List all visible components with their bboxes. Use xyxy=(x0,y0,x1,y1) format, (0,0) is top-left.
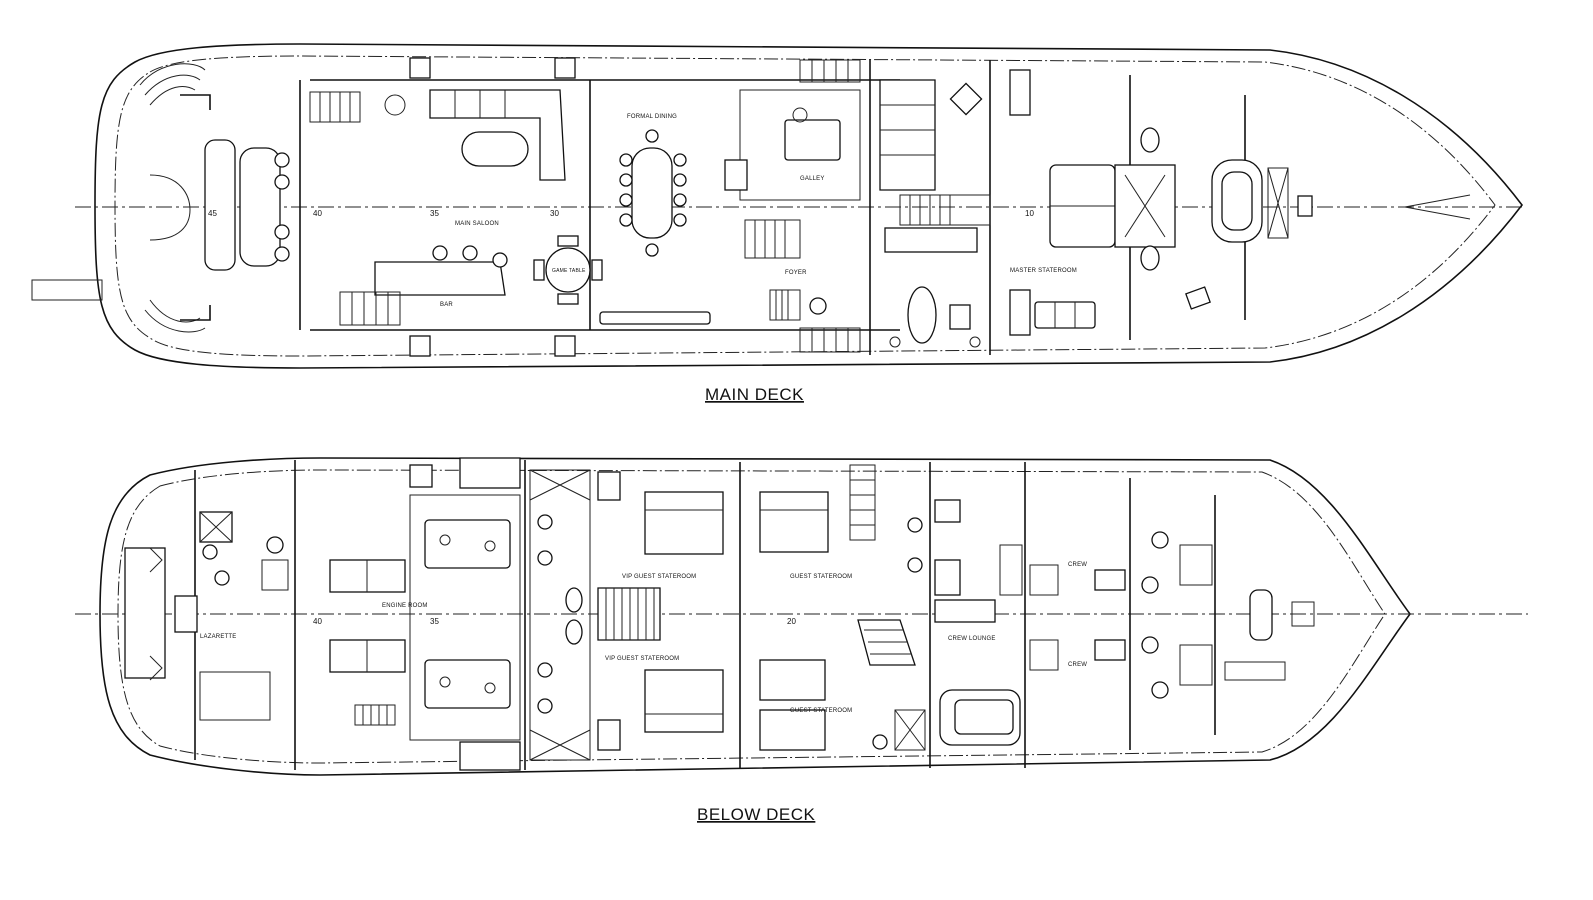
room-game-table: GAME TABLE xyxy=(552,268,586,274)
room-crew-2: CREW xyxy=(1068,662,1087,668)
room-vip-guest-stateroom-2: VIP GUEST STATEROOM xyxy=(605,656,679,662)
room-main-saloon: MAIN SALOON xyxy=(455,221,499,227)
room-foyer: FOYER xyxy=(785,270,807,276)
main-deck-plan: 45 40 35 30 10 MAIN SALOON FORMAL DINING… xyxy=(31,43,1525,404)
station-30-main: 30 xyxy=(550,209,559,218)
room-guest-stateroom-2: GUEST STATEROOM xyxy=(790,708,852,714)
station-40-main: 40 xyxy=(313,209,322,218)
room-bar: BAR xyxy=(440,302,453,308)
room-formal-dining: FORMAL DINING xyxy=(627,114,677,120)
below-deck-plan: 40 35 20 ENGINE ROOM LAZARETTE VIP GUEST… xyxy=(75,457,1528,824)
below-deck-title: BELOW DECK xyxy=(697,805,816,824)
station-45-main: 45 xyxy=(208,209,217,218)
room-engine-room: ENGINE ROOM xyxy=(382,603,428,609)
room-guest-stateroom-1: GUEST STATEROOM xyxy=(790,574,852,580)
room-vip-guest-stateroom-1: VIP GUEST STATEROOM xyxy=(622,574,696,580)
room-galley: GALLEY xyxy=(800,176,825,182)
main-deck-title: MAIN DECK xyxy=(705,385,804,404)
swim-platform xyxy=(31,279,103,301)
station-35-main: 35 xyxy=(430,209,439,218)
station-40-below: 40 xyxy=(313,617,322,626)
room-crew-lounge: CREW LOUNGE xyxy=(948,636,996,642)
station-35-below: 35 xyxy=(430,617,439,626)
below-deck-hull xyxy=(99,457,1411,776)
room-crew-1: CREW xyxy=(1068,562,1087,568)
room-lazarette: LAZARETTE xyxy=(200,634,236,640)
station-20-below: 20 xyxy=(787,617,796,626)
room-master-stateroom: MASTER STATEROOM xyxy=(1010,268,1077,274)
station-10-main: 10 xyxy=(1025,209,1034,218)
main-deck-hull xyxy=(94,43,1524,369)
